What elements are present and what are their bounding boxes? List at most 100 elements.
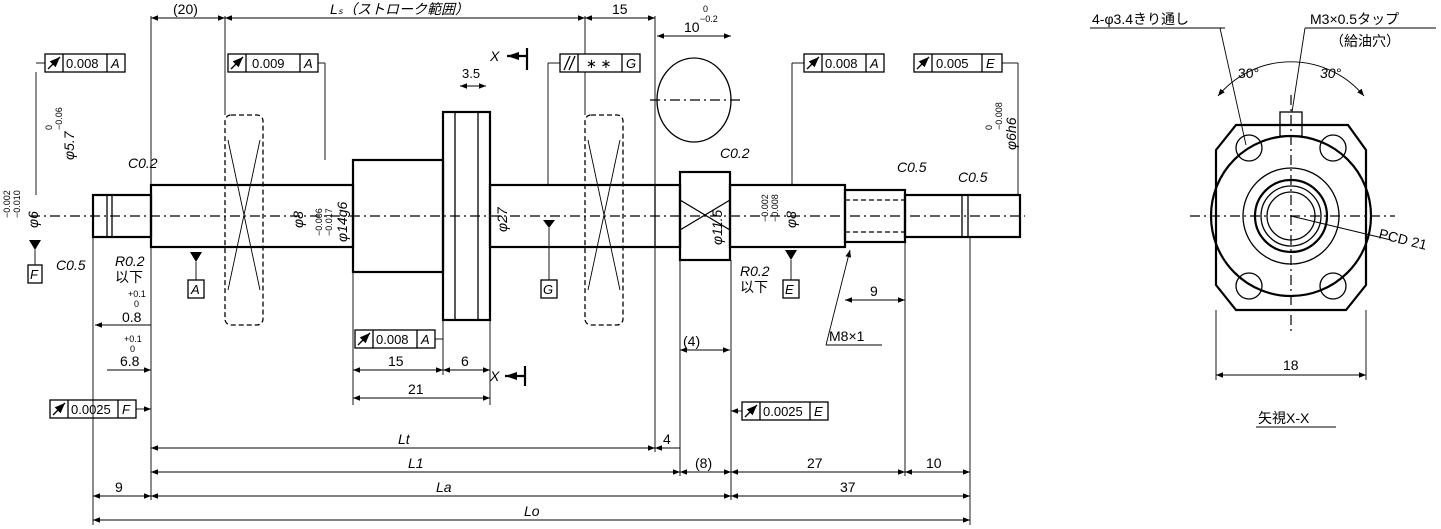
datum-boxes: [27, 220, 800, 299]
side-width-18: 18: [1283, 357, 1299, 373]
dia-phi5-7-tol-l: −0.06: [54, 107, 64, 130]
dia-phi8: φ8: [290, 211, 306, 228]
small-dimensions: [95, 272, 905, 405]
fcf-runout-5: [791, 53, 885, 185]
radius-r0-2-left: R0.2: [115, 253, 145, 269]
dim-15-nut: 15: [388, 353, 404, 369]
dim-15-top: 15: [612, 1, 628, 17]
dia-phi8-right: φ8: [783, 211, 799, 228]
thread-m8x1: M8×1: [829, 328, 865, 344]
fcf-parallel: [547, 53, 641, 185]
dim-6-8-tol-l: 0: [130, 344, 135, 354]
dia-phi27: φ27: [494, 206, 510, 232]
fcf4-datum: A: [420, 332, 430, 347]
dia-phi6-left-tol-u: −0.002: [2, 190, 12, 218]
dim-0-8-tol-u: +0.1: [128, 289, 146, 299]
dim-6-nut: 6: [461, 353, 469, 369]
dia-phi6-left-tol-l: −0.010: [12, 190, 22, 218]
fcf8-value: 0.0025: [763, 404, 803, 419]
dim-3-5: 3.5: [462, 66, 480, 81]
chamfer-c0-5-end: C0.5: [958, 169, 988, 185]
fcf1-datum: A: [110, 56, 120, 71]
dim-lt: Lt: [398, 431, 411, 447]
section-x-bottom: X: [489, 368, 500, 384]
chamfer-c0-2-right: C0.2: [720, 145, 750, 161]
shaft-profile: [91, 57, 1022, 326]
dim-ls: Lₛ（ストローク範囲）: [330, 1, 469, 17]
side-angle-right: 30°: [1320, 65, 1342, 81]
dim-10-end: 10: [926, 455, 942, 471]
section-x-top: X: [489, 48, 500, 64]
fcf-runout-1: [35, 53, 126, 195]
dim-lo: Lo: [524, 503, 540, 519]
dim-10-tol-lower: −0.2: [700, 14, 718, 24]
dia-phi6h6: φ6h6: [1003, 117, 1019, 150]
dim-10: 10: [684, 19, 700, 35]
dia-phi5-7: φ5.7: [61, 130, 77, 160]
datum-g: G: [543, 282, 553, 297]
dia-phi6h6-tol-l: −0.008: [994, 102, 1004, 130]
side-pcd: PCD 21: [1377, 225, 1429, 252]
fcf5-datum: A: [869, 56, 879, 71]
dim-8-paren: (8): [695, 455, 712, 471]
dia-phi8-right-tol-u: −0.002: [760, 194, 770, 222]
fcf2-datum: A: [303, 56, 313, 71]
dia-phi8-right-tol-l: −0.008: [770, 194, 780, 222]
fcf3-datum: G: [626, 56, 636, 71]
dia-phi14-tol-l: −0.017: [324, 208, 334, 236]
fcf7-datum: F: [122, 402, 131, 417]
dim-6-8-tol-u: +0.1: [124, 334, 142, 344]
radius-r0-2-left-sub: 以下: [115, 269, 143, 285]
fcf8-datum: E: [814, 404, 823, 419]
side-angle-left: 30°: [1238, 65, 1259, 81]
dim-21: 21: [408, 381, 424, 397]
dim-9-thread: 9: [870, 283, 878, 299]
dim-0-8-tol-l: 0: [134, 299, 139, 309]
chamfer-c0-2-left: C0.2: [128, 155, 158, 171]
dia-phi14-tol-u: −0.006: [314, 208, 324, 236]
fcf-runout-6: [913, 53, 1019, 195]
chamfer-c0-5-mid: C0.5: [897, 159, 927, 175]
dim-37: 37: [840, 479, 856, 495]
side-view-flange: [1090, 27, 1436, 428]
fcf-runout-4: [354, 329, 443, 349]
bottom-dimensions: [92, 237, 971, 525]
fcf-runout-8: [731, 401, 829, 421]
dim-9-left: 9: [115, 479, 123, 495]
dim-4-paren: (4): [683, 333, 700, 349]
fcf6-datum: E: [986, 56, 995, 71]
datum-a: A: [190, 282, 200, 297]
dia-phi6-left: φ6: [25, 211, 41, 228]
dim-20: (20): [173, 1, 198, 17]
datum-f: F: [30, 267, 39, 282]
fcf1-value: 0.008: [66, 56, 99, 71]
fcf2-value: 0.009: [252, 56, 285, 71]
side-holes-label: 4-φ3.4きり通し: [1092, 11, 1189, 27]
dim-10-tol-upper: 0: [703, 4, 708, 14]
side-tap-label: M3×0.5タップ: [1310, 11, 1399, 27]
dim-6-8: 6.8: [120, 353, 140, 369]
fcf6-value: 0.005: [936, 56, 969, 71]
section-mark-bottom: [505, 366, 527, 386]
chamfer-c0-5-left: C0.5: [56, 257, 86, 273]
fcf4-value: 0.008: [376, 332, 409, 347]
dim-27: 27: [807, 455, 823, 471]
section-mark-top: [507, 48, 529, 70]
dim-4: 4: [663, 431, 671, 447]
top-dimensions: [150, 15, 731, 185]
dia-phi11-5: φ11.5: [709, 209, 725, 245]
fcf3-value: ∗ ∗: [586, 56, 611, 71]
dim-l1: L1: [408, 455, 424, 471]
fcf5-value: 0.008: [825, 56, 858, 71]
dia-phi6h6-tol-u: 0: [984, 125, 994, 130]
fcf-runout-2: [227, 53, 326, 160]
side-tap-sub: （給油穴）: [1330, 33, 1400, 49]
dia-phi5-7-tol-u: 0: [44, 125, 54, 130]
fcf7-value: 0.0025: [71, 402, 111, 417]
dim-la: La: [436, 479, 452, 495]
radius-r0-2-right: R0.2: [740, 263, 770, 279]
dia-phi14g6: φ14g6: [334, 202, 350, 242]
dim-0-8: 0.8: [122, 309, 142, 325]
radius-r0-2-right-sub: 以下: [740, 279, 768, 295]
